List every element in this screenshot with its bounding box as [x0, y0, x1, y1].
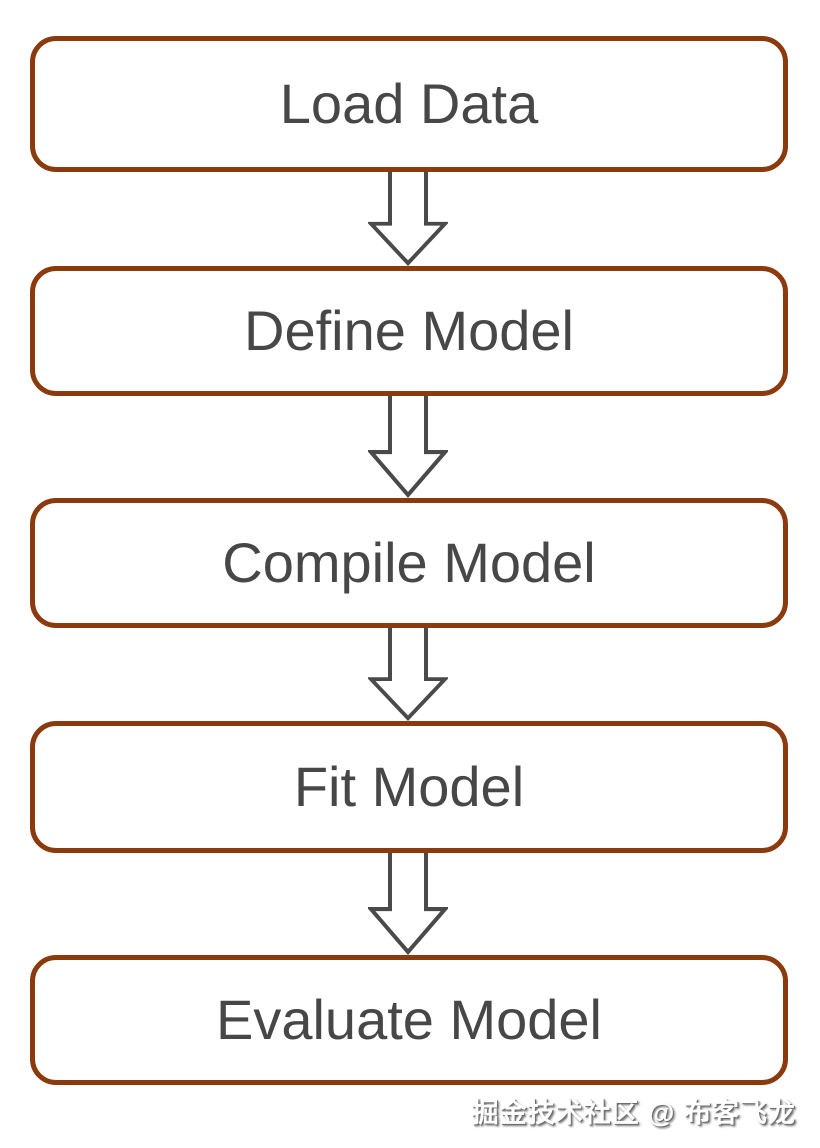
- down-block-arrow-icon: [368, 396, 448, 498]
- flow-step-evaluate-model: Evaluate Model: [30, 955, 788, 1085]
- flow-step-label: Fit Model: [293, 755, 525, 818]
- watermark-text: 掘金技术社区 @ 布客飞龙: [471, 1098, 796, 1128]
- down-block-arrow-icon: [368, 853, 448, 955]
- down-block-arrow-icon: [368, 628, 448, 721]
- flow-step-label: Define Model: [244, 299, 574, 362]
- down-block-arrow-icon: [368, 172, 448, 266]
- flow-step-fit-model: Fit Model: [30, 721, 788, 853]
- flow-step-load-data: Load Data: [30, 36, 788, 172]
- flow-step-label: Compile Model: [222, 531, 596, 594]
- flow-step-define-model: Define Model: [30, 266, 788, 396]
- flow-step-label: Load Data: [279, 72, 539, 135]
- flow-step-compile-model: Compile Model: [30, 498, 788, 628]
- flow-step-label: Evaluate Model: [215, 988, 602, 1051]
